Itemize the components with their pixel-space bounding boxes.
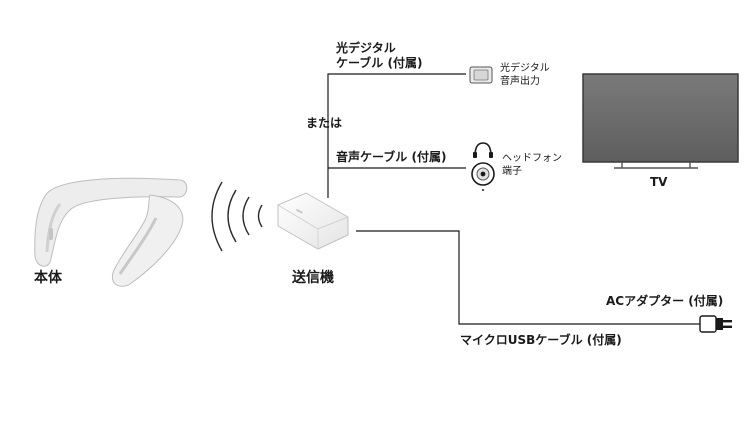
optical-cable-line <box>327 73 466 198</box>
micro-usb-cable-label: マイクロUSBケーブル (付属) <box>460 333 622 347</box>
ac-plug-icon <box>699 315 732 333</box>
transmitter-label: 送信機 <box>292 270 334 286</box>
optical-port-icon <box>469 66 493 84</box>
main-unit-label: 本体 <box>34 270 62 286</box>
tv-label: TV <box>650 175 668 189</box>
optical-port-label: 光デジタル 音声出力 <box>500 63 550 87</box>
neckband-speaker-icon <box>34 177 188 287</box>
connection-lines <box>327 73 700 325</box>
ac-adapter-label: ACアダプター (付属) <box>606 294 724 308</box>
tv-icon <box>582 73 739 169</box>
transmitter-icon <box>277 192 349 250</box>
wireless-waves-icon <box>211 181 263 252</box>
optical-cable-label: 光デジタル ケーブル (付属) <box>336 41 423 70</box>
headphone-port-label: ヘッドフォン 端子 <box>502 153 562 177</box>
audio-cable-label: 音声ケーブル (付属) <box>336 150 447 164</box>
usb-cable-line <box>356 230 700 325</box>
headphone-jack-icon <box>471 142 495 191</box>
or-label: または <box>306 116 343 130</box>
